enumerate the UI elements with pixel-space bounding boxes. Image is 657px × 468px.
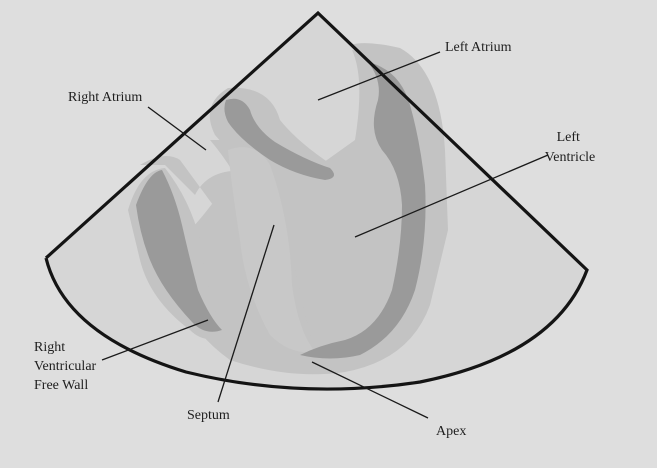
label-left-atrium: Left Atrium bbox=[445, 40, 512, 55]
label-apex: Apex bbox=[436, 424, 466, 439]
label-right-atrium: Right Atrium bbox=[68, 90, 142, 105]
label-rv-free-wall-line1: Right bbox=[34, 340, 65, 355]
label-left-ventricle-line1: Left bbox=[557, 130, 580, 145]
label-left-ventricle-line2: Ventricle bbox=[545, 150, 596, 165]
label-left-ventricle: Left Ventricle bbox=[545, 130, 596, 165]
label-rv-free-wall-line2: Ventricular bbox=[34, 359, 97, 374]
label-rv-free-wall-line3: Free Wall bbox=[34, 378, 88, 393]
label-rv-free-wall: Right Ventricular Free Wall bbox=[34, 340, 100, 393]
label-septum: Septum bbox=[187, 408, 230, 423]
